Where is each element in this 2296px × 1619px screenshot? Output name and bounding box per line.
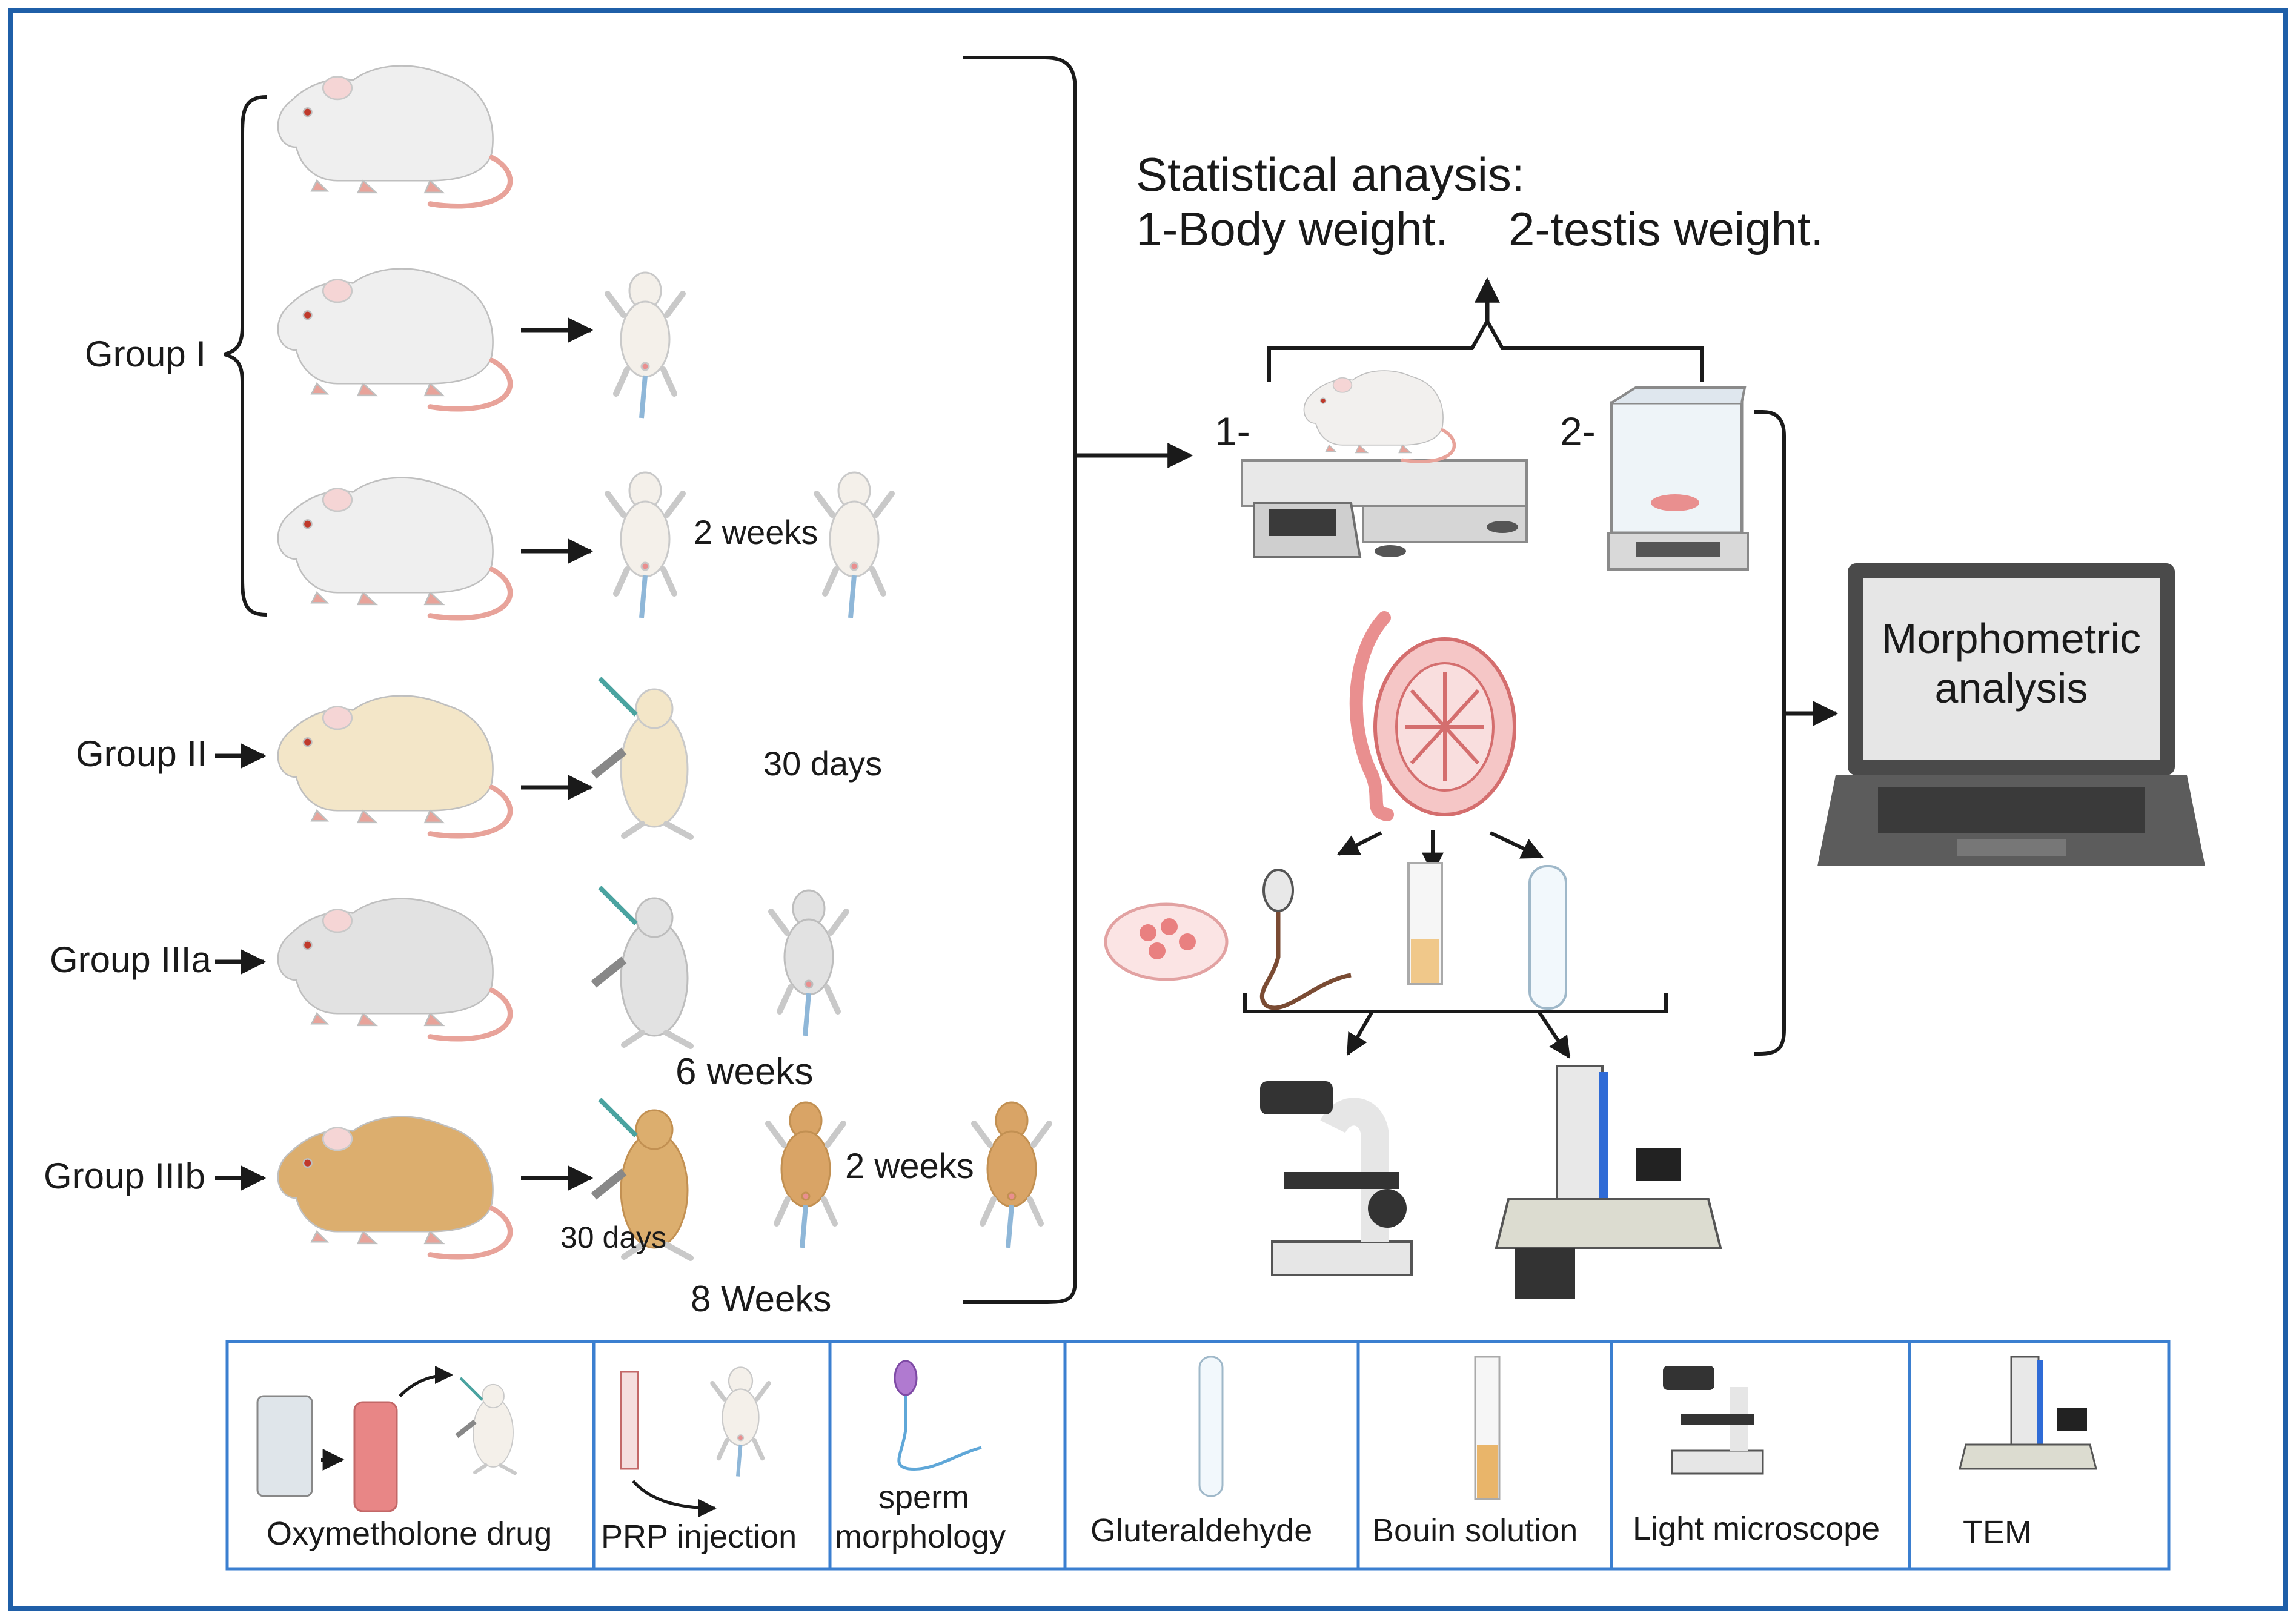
group3a-label: Group IIIa <box>50 939 211 980</box>
legend-prp-icon <box>620 1368 769 1517</box>
rat-group3a <box>278 899 510 1039</box>
body-weight-scale-icon <box>1241 459 1528 558</box>
laptop-icon <box>1817 563 2205 866</box>
group2-label: Group II <box>76 733 207 774</box>
legend-label-light-microscope: Light microscope <box>1633 1511 1880 1547</box>
supine-rat-g3b-2 <box>974 1102 1049 1248</box>
legend-sperm-icon <box>894 1360 982 1471</box>
legend-label-sperm: sperm <box>878 1479 969 1515</box>
rat-group1-b <box>278 269 510 409</box>
g3a-period-label: 6 weeks <box>675 1051 813 1093</box>
testis-icon <box>1349 611 1516 821</box>
rat-group1-c <box>278 478 510 618</box>
g3b-first-label: 30 days <box>560 1220 666 1254</box>
bouin-cylinder-icon <box>1407 862 1443 985</box>
marker2: 2- <box>1560 409 1596 454</box>
legend-light-microscope-icon <box>1663 1366 1764 1475</box>
legend-oxymetholone-icon <box>256 1366 515 1512</box>
tissue-dish-icon <box>1104 902 1229 981</box>
laptop-line1: Morphometric <box>1882 615 2141 662</box>
injected-rat-g3a <box>594 887 691 1046</box>
legend-bouin-icon <box>1474 1356 1501 1500</box>
supine-rat-g1c-1 <box>608 472 683 618</box>
sperm-icon <box>1259 869 1352 1010</box>
marker1: 1- <box>1215 409 1250 454</box>
gluteraldehyde-tube-icon <box>1528 865 1567 1010</box>
g1-interval-label: 2 weeks <box>694 513 818 551</box>
legend-box <box>225 1340 2171 1571</box>
arrow-to-light-microscope <box>1346 1010 1374 1056</box>
g3b-total-label: 8 Weeks <box>691 1279 831 1319</box>
microscopy-bracket <box>1243 993 1668 1013</box>
legend-label-oxymetholone: Oxymetholone drug <box>267 1515 552 1552</box>
legend-label-bouin: Bouin solution <box>1372 1512 1578 1549</box>
stats-title: Statistical anaysis: <box>1136 148 1525 201</box>
arrow-testis-left <box>1336 831 1382 856</box>
legend-label-tem: TEM <box>1963 1514 2032 1551</box>
rat-group3b <box>278 1117 510 1257</box>
g2-period-label: 30 days <box>763 744 882 783</box>
group3b-label: Group IIIb <box>44 1156 205 1196</box>
laptop-line2: analysis <box>1935 664 2088 712</box>
weights-bracket <box>1267 317 1704 382</box>
group1-brace <box>224 95 267 617</box>
legend-label-morphology: morphology <box>835 1518 1006 1555</box>
light-microscope-icon <box>1260 1081 1413 1276</box>
rat-group1-a <box>278 66 510 207</box>
legend-dividers <box>592 1342 1911 1569</box>
legend-gluteraldehyde-icon <box>1198 1356 1224 1497</box>
supine-rat-g3b-1 <box>768 1102 843 1248</box>
supine-rat-g1c-2 <box>817 472 892 618</box>
methods-collect-bracket <box>1754 410 1786 1056</box>
analytical-balance-icon <box>1607 386 1749 571</box>
outer-frame <box>8 8 2288 1611</box>
rat-on-scale <box>1304 371 1454 462</box>
stats-item1: 1-Body weight. <box>1136 202 1448 256</box>
g3b-interval-label: 2 weeks <box>845 1147 974 1186</box>
injected-rat-g2 <box>594 678 691 837</box>
legend-tem-icon <box>1959 1356 2097 1470</box>
supine-rat-g1b <box>608 273 683 418</box>
rat-group2 <box>278 696 510 836</box>
groups-collect-bracket <box>963 56 1077 1304</box>
tem-icon <box>1495 1065 1722 1299</box>
arrow-testis-right <box>1489 831 1544 859</box>
supine-rat-g3a <box>771 890 846 1036</box>
group1-label: Group I <box>85 334 206 374</box>
legend-label-gluteraldehyde: Gluteraldehyde <box>1090 1512 1312 1549</box>
arrow-to-tem <box>1537 1010 1571 1059</box>
stats-item2: 2-testis weight. <box>1508 202 1823 256</box>
legend-label-prp: PRP injection <box>601 1518 797 1555</box>
